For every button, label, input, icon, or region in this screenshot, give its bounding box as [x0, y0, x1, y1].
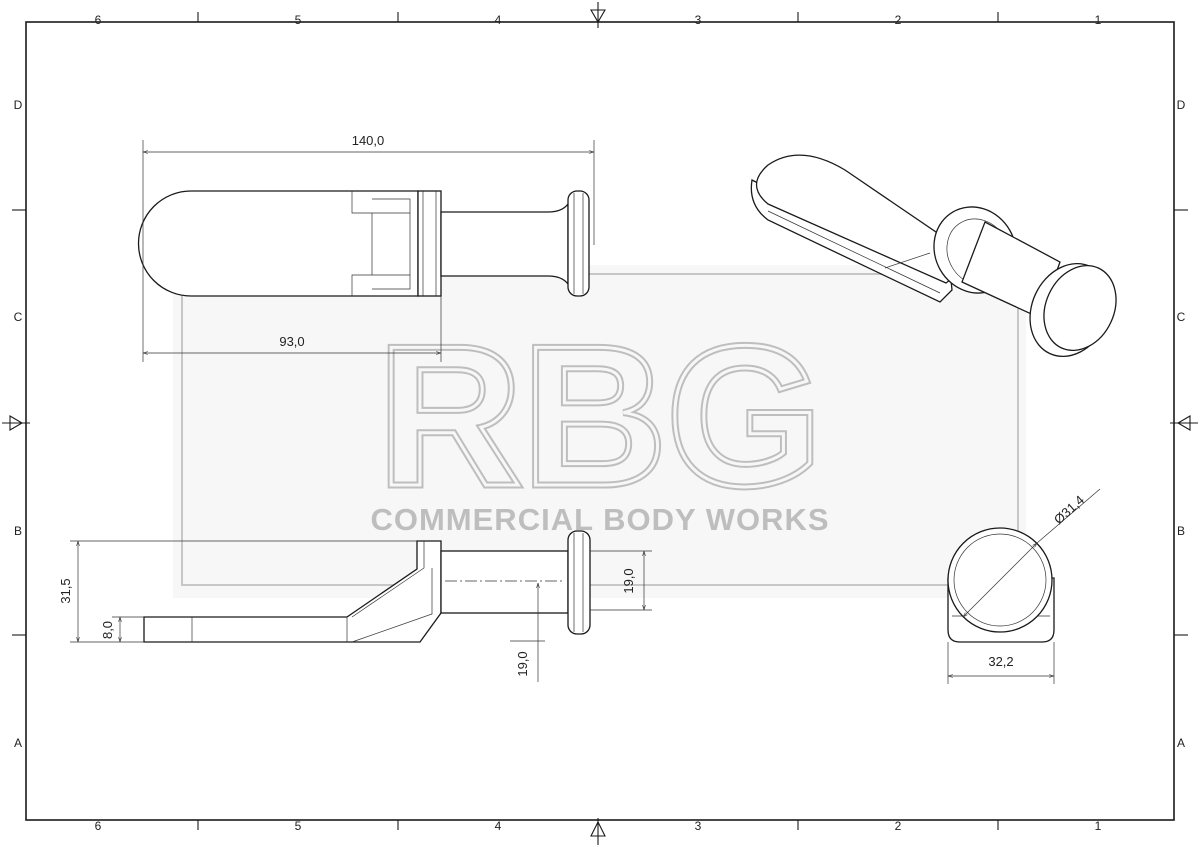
zone-row-a-left: A	[14, 736, 22, 750]
rbg-watermark: RBG RBG COMMERCIAL BODY WORKS	[173, 265, 1026, 598]
height-overall-value: 31,5	[58, 578, 73, 603]
dimension-knob-height: 19,0	[590, 550, 652, 611]
zone-col-1-bottom: 1	[1095, 819, 1102, 833]
knob-diameter-value: Ø31,4	[1051, 492, 1087, 527]
dimension-body-width: 32,2	[947, 642, 1055, 684]
end-view	[947, 527, 1055, 643]
zone-row-b-left: B	[14, 524, 22, 538]
watermark-logo: RBG	[378, 305, 822, 528]
zone-col-3-bottom: 3	[695, 819, 702, 833]
top-view	[137, 190, 590, 297]
overall-length-value: 140,0	[352, 133, 385, 148]
blade-thickness-value: 8,0	[100, 621, 115, 639]
zone-col-4-bottom: 4	[495, 819, 502, 833]
zone-row-c-right: C	[1177, 310, 1186, 324]
blade-length-value: 93,0	[279, 334, 304, 349]
zone-col-3-top: 3	[695, 13, 702, 27]
watermark-logo-inline: RBG	[378, 305, 822, 528]
dimension-overall-length: 140,0	[142, 133, 595, 245]
zone-col-2-top: 2	[895, 13, 902, 27]
zone-col-5-top: 5	[295, 13, 302, 27]
watermark-tagline: COMMERCIAL BODY WORKS	[370, 502, 829, 537]
zone-col-6-bottom: 6	[95, 819, 102, 833]
dimension-knob-offset: 19,0	[510, 583, 545, 682]
knob-height-value: 19,0	[621, 568, 636, 593]
dimension-blade-length: 93,0	[142, 245, 442, 362]
zone-col-1-top: 1	[1095, 13, 1102, 27]
zone-row-a-right: A	[1177, 736, 1185, 750]
isometric-view	[750, 154, 1117, 358]
zone-row-c-left: C	[14, 310, 23, 324]
zone-col-2-bottom: 2	[895, 819, 902, 833]
zone-row-d-left: D	[14, 98, 23, 112]
zone-row-d-right: D	[1177, 98, 1186, 112]
dimension-height-overall: 31,5	[58, 540, 417, 643]
dimension-blade-thickness: 8,0	[100, 616, 144, 642]
side-view	[143, 530, 591, 643]
zone-col-5-bottom: 5	[295, 819, 302, 833]
body-width-value: 32,2	[988, 654, 1013, 669]
zone-row-b-right: B	[1177, 524, 1185, 538]
zone-col-4-top: 4	[495, 13, 502, 27]
zone-col-6-top: 6	[95, 13, 102, 27]
knob-offset-value: 19,0	[515, 651, 530, 676]
